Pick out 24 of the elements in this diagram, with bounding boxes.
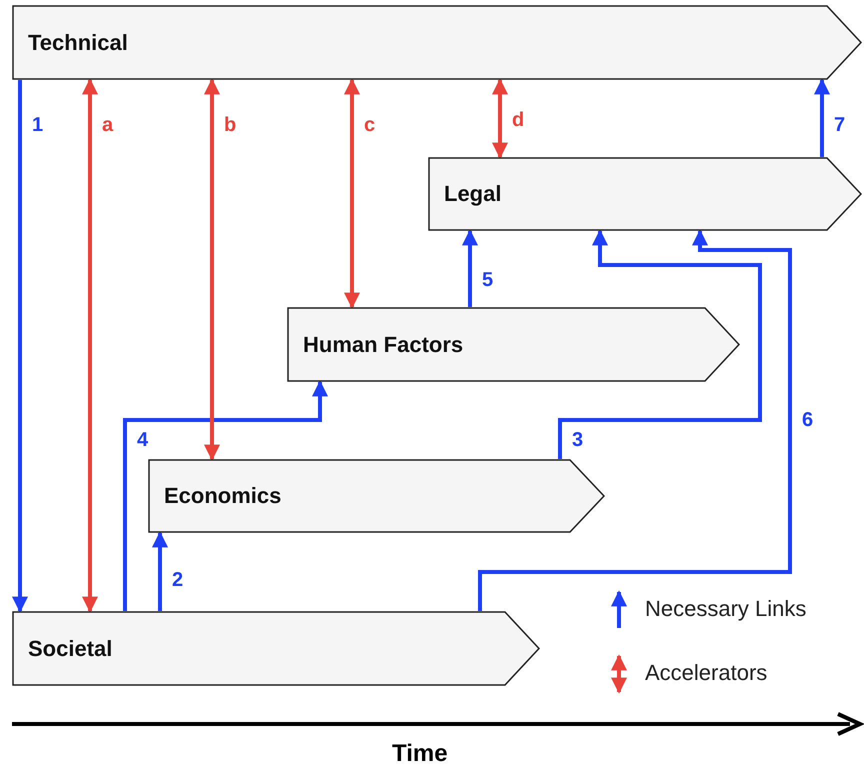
- band-label: Human Factors: [303, 332, 464, 358]
- band-label: Technical: [28, 30, 128, 56]
- arrow: [558, 229, 762, 459]
- arrow-band: [428, 157, 862, 231]
- arrow: [204, 78, 220, 461]
- band-label: Legal: [444, 181, 502, 207]
- arrow-band: [148, 459, 605, 533]
- legend-text: Accelerators: [645, 660, 768, 686]
- legend-text: Necessary Links: [645, 596, 806, 622]
- arrow: [814, 78, 830, 157]
- arrow-band: [12, 5, 862, 80]
- arrow: [462, 229, 478, 307]
- arrow: [12, 80, 28, 613]
- arrow: [82, 78, 98, 613]
- arrow: [492, 78, 508, 159]
- arrow-band: [12, 611, 540, 686]
- arrow: [344, 78, 360, 309]
- arrow: [123, 380, 328, 611]
- band-label: Economics: [164, 483, 282, 509]
- arrow-band: [287, 307, 740, 382]
- arrow: [152, 531, 168, 611]
- arrow: [478, 229, 792, 611]
- band-label: Societal: [28, 636, 112, 662]
- axis-label: Time: [392, 740, 448, 768]
